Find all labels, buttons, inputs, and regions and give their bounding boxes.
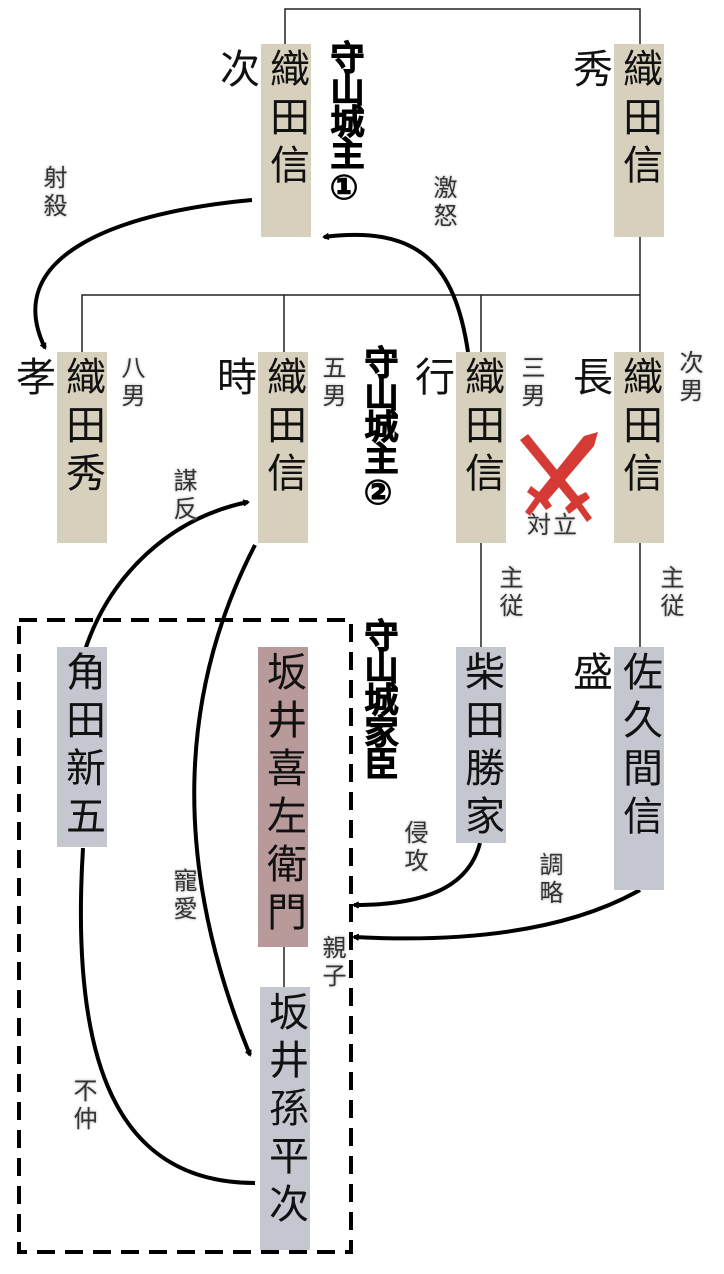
line-discord — [78, 847, 256, 1185]
person-sakuma-nobumori: 佐久間信盛 — [566, 647, 664, 890]
label-third-son: 三男 — [517, 355, 545, 411]
crossed-swords-icon — [520, 432, 598, 522]
label-rebellion: 謀反 — [169, 468, 197, 524]
label-shooting: 射殺 — [39, 165, 67, 221]
person-shibata-katsuie: 柴田勝家 — [456, 647, 506, 843]
arrow-rebellion — [83, 502, 248, 651]
label-lord-vassal-katsuie: 主従 — [495, 565, 523, 621]
children-line — [81, 237, 641, 352]
label-lord-vassal-nobumori: 主従 — [656, 565, 684, 621]
label-scheme: 調略 — [535, 852, 563, 908]
person-tsunoda-shingo: 角田新五 — [57, 647, 107, 847]
person-oda-nobunaga: 織田信長 — [566, 352, 664, 543]
arrow-favor — [192, 544, 257, 1055]
label-second-son: 次男 — [675, 350, 703, 406]
label-conflict: 対立 — [527, 511, 579, 539]
person-sakai-kizaemon: 坂井喜左衛門 — [258, 647, 308, 947]
label-fifth-son: 五男 — [318, 355, 346, 411]
title-moriyama-retainers: 守山城家臣 — [358, 618, 399, 779]
label-invasion: 侵攻 — [400, 820, 428, 876]
label-rage: 激怒 — [429, 175, 457, 231]
arrow-shooting — [33, 198, 253, 348]
retainers-dashed-box — [17, 618, 353, 1254]
title-moriyama-lord-2: 守山城主② — [358, 345, 399, 512]
arrow-scheme — [354, 888, 641, 938]
label-favor: 寵愛 — [169, 868, 197, 924]
person-oda-nobutsugu: 織田信次 — [213, 44, 311, 237]
person-oda-nobuyuki: 織田信行 — [408, 352, 506, 543]
arrow-invasion — [354, 842, 482, 905]
title-moriyama-lord-1: 守山城主① — [324, 40, 365, 207]
person-sakai-magoheiji: 坂井孫平次 — [260, 987, 310, 1250]
arrow-rage — [324, 232, 470, 353]
person-oda-nobutoki: 織田信時 — [210, 352, 308, 543]
sibling-line-top — [284, 8, 641, 44]
label-parent-child: 親子 — [318, 935, 346, 991]
person-oda-hidetaka: 織田秀孝 — [9, 352, 107, 543]
label-eighth-son: 八男 — [117, 355, 145, 411]
person-oda-nobuhide: 織田信秀 — [566, 44, 664, 237]
label-discord: 不仲 — [69, 1078, 97, 1134]
